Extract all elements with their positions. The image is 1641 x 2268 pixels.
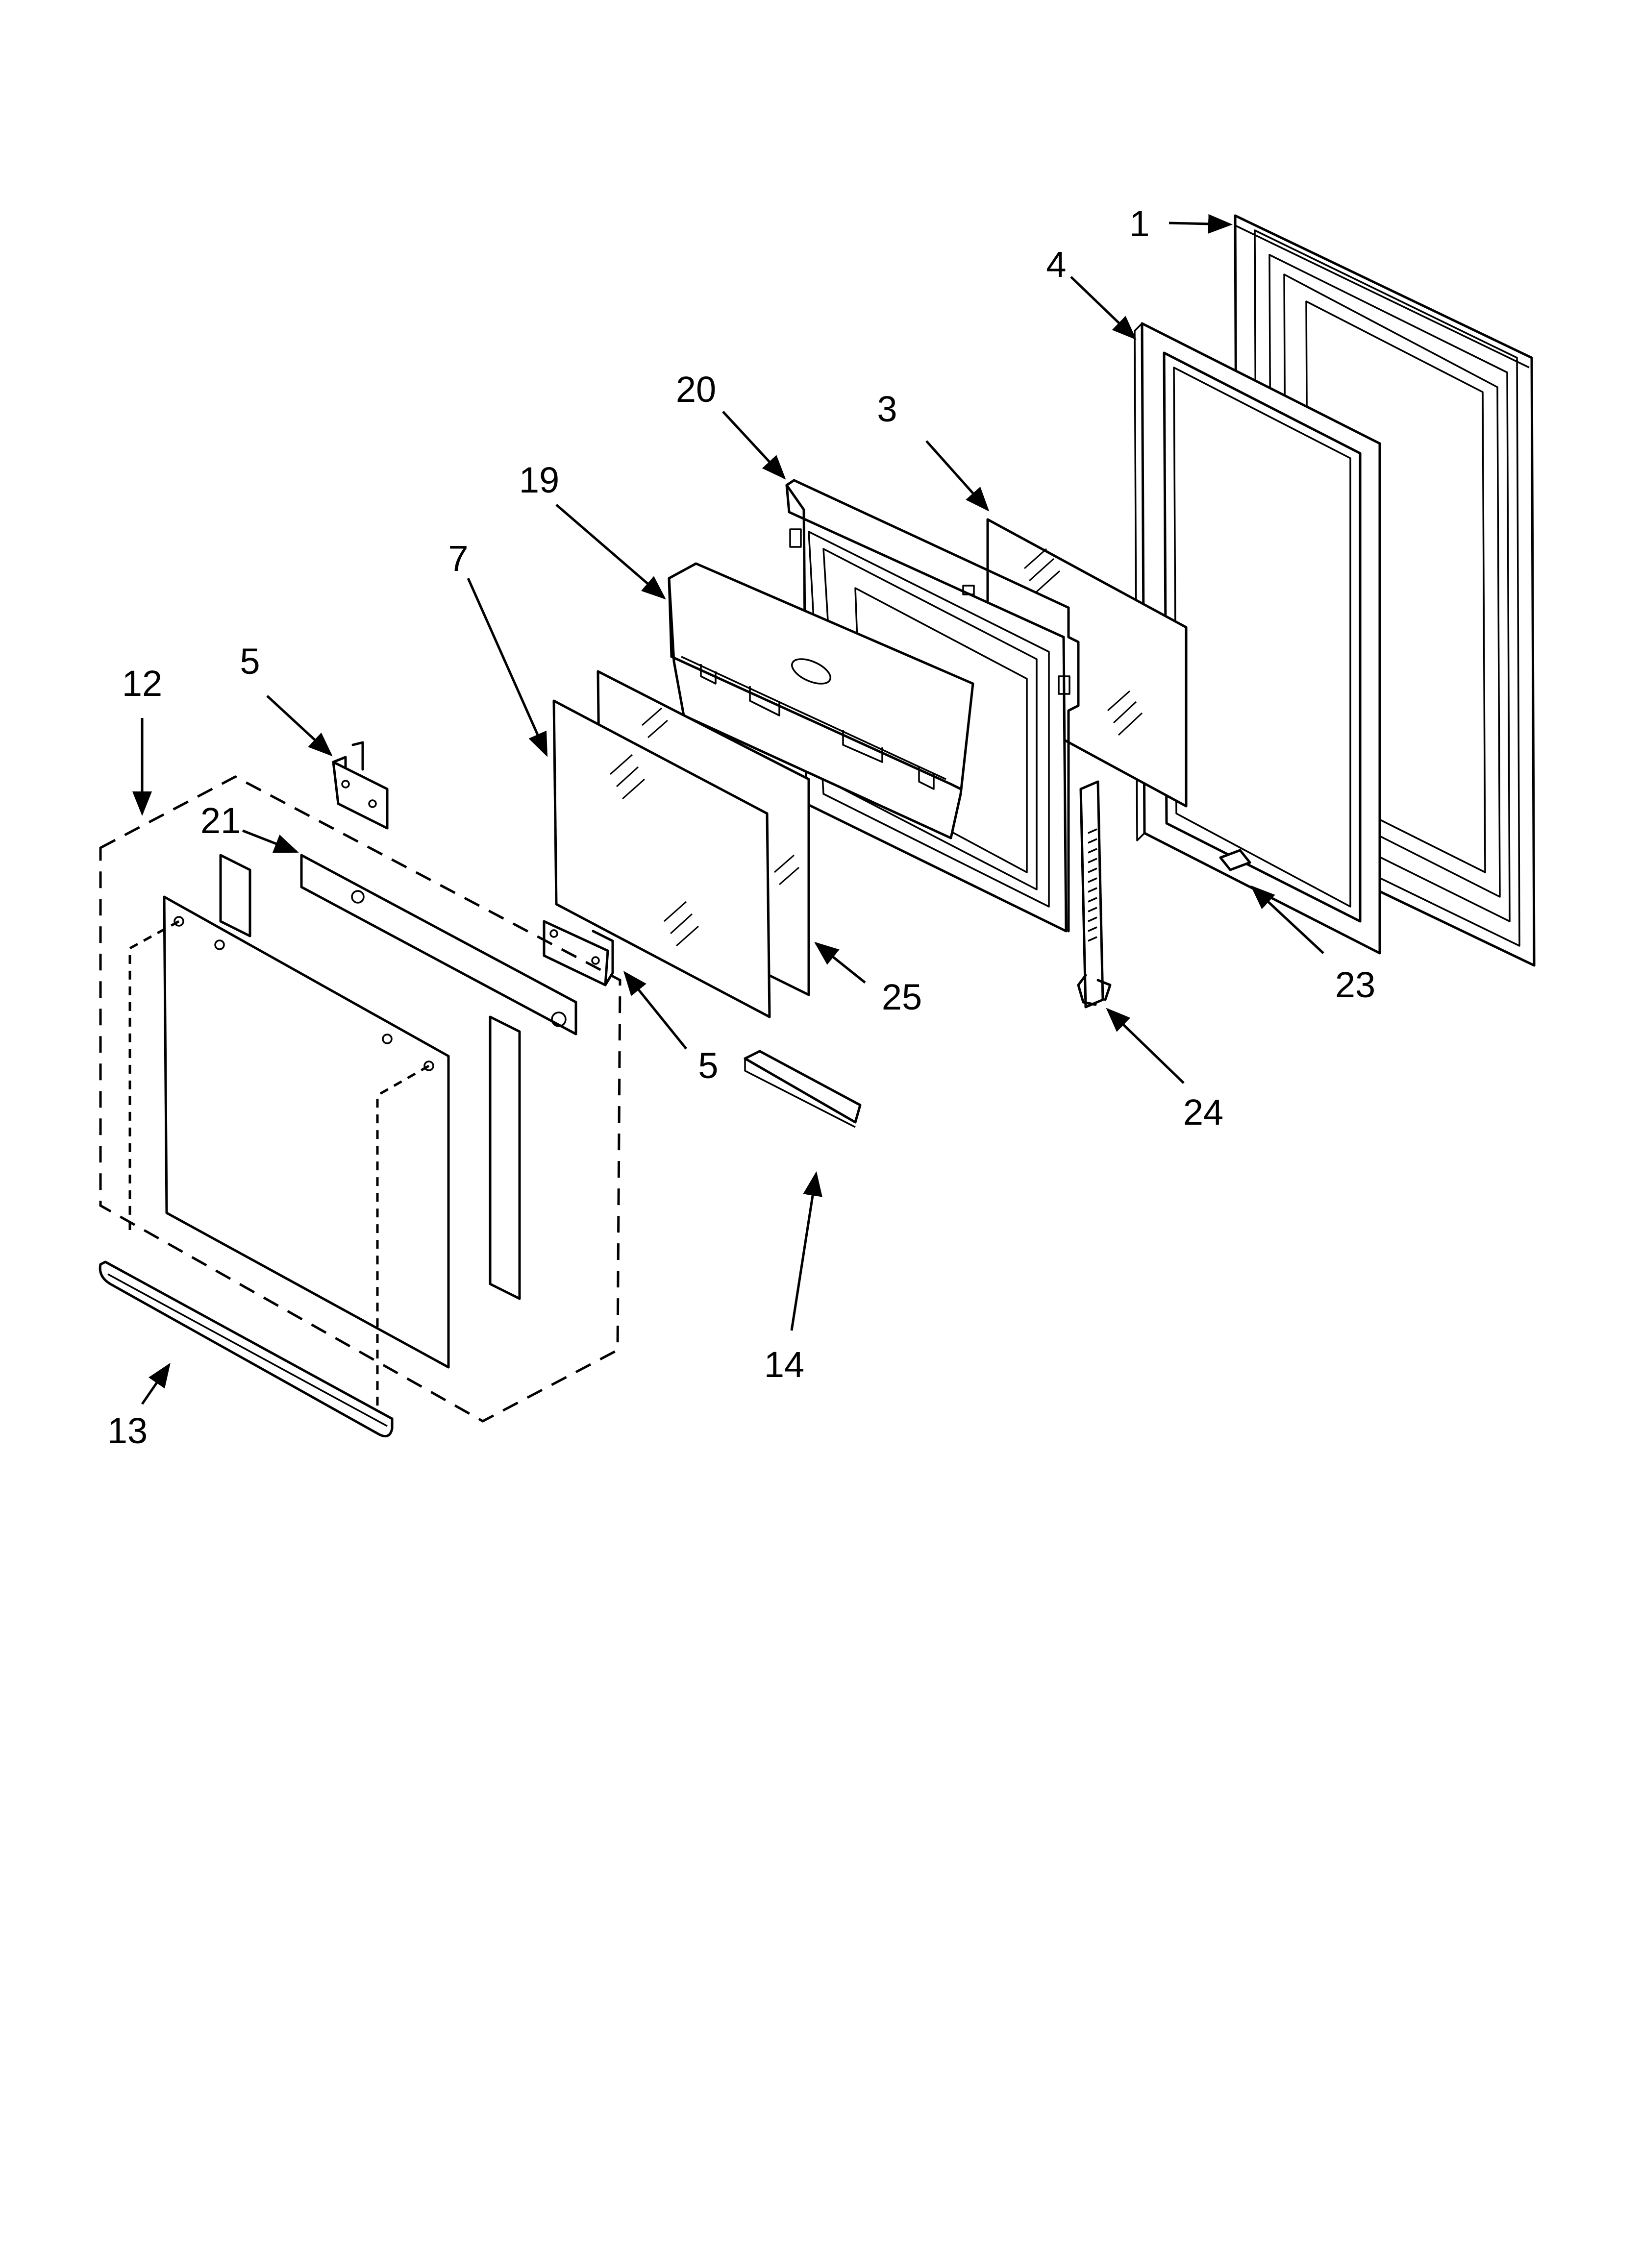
arrow-21 (242, 829, 299, 853)
arrow-24 (1106, 1008, 1185, 1084)
part-23-clip (1219, 849, 1251, 871)
callout-20: 20 (676, 369, 716, 410)
part-12-door-assembly-outline (99, 775, 622, 1423)
arrow-20 (722, 411, 786, 480)
arrow-5a (266, 695, 333, 757)
arrow-4 (1070, 276, 1137, 340)
callout-25: 25 (882, 977, 922, 1017)
callout-1: 1 (1129, 203, 1149, 244)
arrow-1 (1169, 214, 1233, 234)
callout-5-upper: 5 (240, 641, 260, 682)
callout-13: 13 (107, 1410, 148, 1451)
part-4-door-frame (1134, 322, 1381, 955)
part-7-front-glass (552, 699, 771, 1018)
part-24-door-hinge (1077, 780, 1112, 1009)
part-13-door-handle (99, 1260, 394, 1438)
callout-7: 7 (448, 538, 468, 579)
arrow-7 (467, 577, 548, 757)
callout-24: 24 (1183, 1092, 1223, 1133)
arrow-13 (141, 1362, 171, 1405)
callout-19: 19 (519, 460, 559, 500)
arrow-19 (555, 504, 666, 600)
callout-23: 23 (1335, 964, 1375, 1005)
callout-labels: 1 4 20 3 19 7 12 5 21 5 25 23 24 14 13 (107, 203, 1375, 1451)
arrow-5b (623, 971, 687, 1050)
arrow-23 (1250, 885, 1324, 954)
door-outer-panel (128, 854, 521, 1411)
callout-21: 21 (200, 800, 241, 841)
part-14-handle-trim (744, 1050, 862, 1128)
part-19-heat-shield (668, 562, 974, 839)
leader-arrows (132, 214, 1324, 1405)
arrow-25 (814, 941, 866, 984)
part-21-top-trim (300, 854, 577, 1035)
callout-14: 14 (764, 1344, 804, 1385)
part-5-upper-hinge-bracket (332, 741, 389, 830)
arrow-3 (925, 440, 990, 512)
callout-12: 12 (122, 663, 162, 704)
part-5-lower-hinge-bracket (543, 920, 614, 986)
arrow-14 (790, 1171, 822, 1331)
callout-3: 3 (877, 389, 897, 429)
callout-4: 4 (1046, 244, 1066, 285)
callout-5-lower: 5 (698, 1045, 718, 1086)
